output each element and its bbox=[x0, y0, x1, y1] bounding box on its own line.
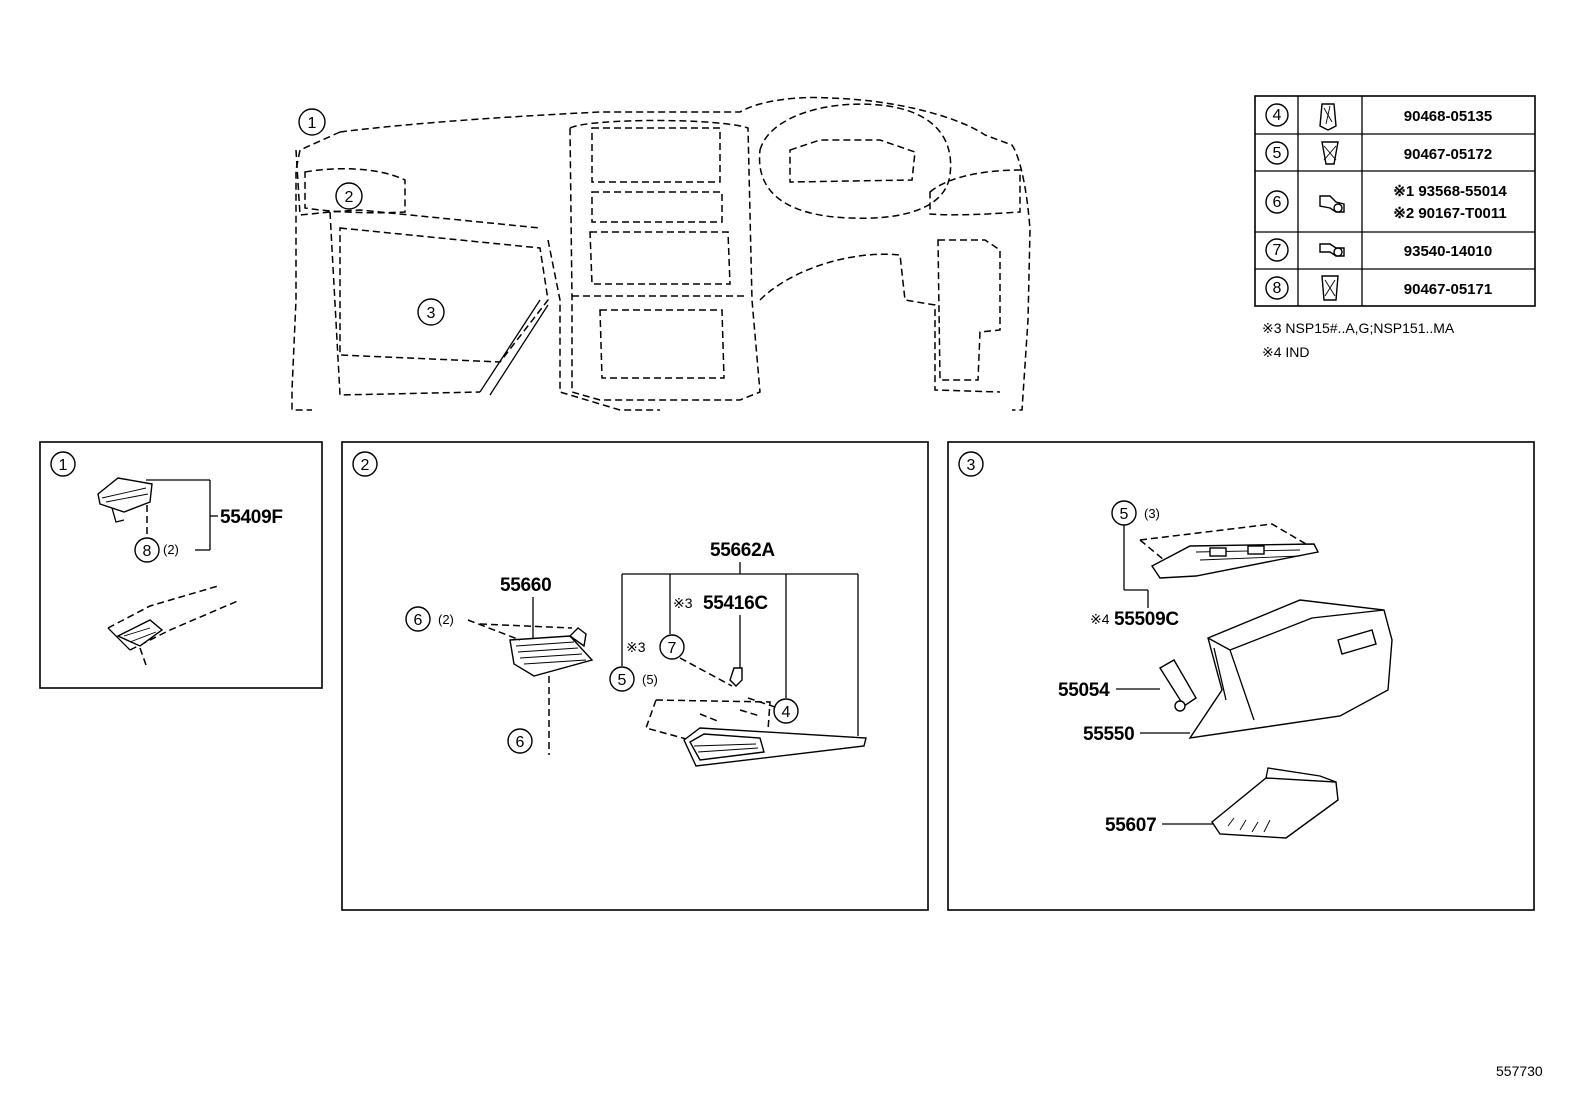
overview-callout-2: 2 bbox=[335, 182, 363, 210]
part-55607: 55607 bbox=[1105, 815, 1156, 836]
part-55607-drawing bbox=[1211, 767, 1339, 839]
svg-text:8: 8 bbox=[143, 543, 152, 560]
diagram-id: 557730 bbox=[1496, 1063, 1543, 1079]
part-55662A: 55662A bbox=[710, 540, 775, 561]
screw-icon bbox=[1319, 243, 1345, 257]
table-row: 7 93540-14010 bbox=[1265, 238, 1492, 262]
svg-text:※3: ※3 bbox=[626, 639, 646, 655]
note-marker-4: ※4 bbox=[1090, 611, 1110, 627]
part-55509C-drawing bbox=[1150, 543, 1320, 579]
svg-text:7: 7 bbox=[668, 640, 677, 657]
table-row: 5 90467-05172 bbox=[1265, 141, 1492, 165]
table-row: 4 90468-05135 bbox=[1265, 103, 1492, 131]
svg-text:4: 4 bbox=[782, 704, 791, 721]
panel-1: 1 55409F 8 (2) bbox=[39, 441, 323, 689]
screw-icon bbox=[1319, 195, 1345, 213]
note-3: ※3 NSP15#..A,G;NSP151..MA bbox=[1262, 320, 1455, 336]
svg-text:※2 90167-T0011: ※2 90167-T0011 bbox=[1393, 205, 1507, 222]
panel-3-number: 3 bbox=[958, 451, 984, 477]
clip-icon bbox=[1321, 141, 1339, 165]
instrument-panel-overview: 1 2 3 bbox=[291, 96, 1031, 411]
panel-2: 2 55660 6 (2) 6 55662A ※3 55416C bbox=[341, 441, 929, 911]
panel-2-callout-7: ※3 7 bbox=[626, 634, 685, 660]
panel-2-callout-5: 5 (5) bbox=[609, 666, 658, 692]
svg-text:5: 5 bbox=[1273, 145, 1282, 162]
part-55409F-drawing bbox=[97, 477, 153, 523]
overview-callout-1: 1 bbox=[298, 108, 326, 136]
part-55409F: 55409F bbox=[220, 507, 283, 528]
svg-text:93540-14010: 93540-14010 bbox=[1404, 243, 1492, 260]
svg-text:※1 93568-55014: ※1 93568-55014 bbox=[1393, 183, 1507, 200]
svg-text:5: 5 bbox=[618, 672, 627, 689]
part-55509C: 55509C bbox=[1114, 609, 1179, 630]
svg-text:1: 1 bbox=[308, 115, 317, 132]
part-55416C: 55416C bbox=[703, 593, 768, 614]
panel-3: 3 5 (3) ※4 55509C 55550 bbox=[947, 441, 1535, 911]
svg-text:90467-05171: 90467-05171 bbox=[1404, 281, 1492, 298]
svg-text:5: 5 bbox=[1120, 506, 1129, 523]
svg-text:90468-05135: 90468-05135 bbox=[1404, 108, 1492, 125]
svg-text:4: 4 bbox=[1273, 107, 1282, 124]
svg-text:1: 1 bbox=[59, 457, 68, 474]
svg-text:3: 3 bbox=[967, 457, 976, 474]
part-55054: 55054 bbox=[1058, 680, 1110, 701]
part-55550-drawing bbox=[1188, 599, 1393, 739]
panel-2-callout-4: 4 bbox=[773, 698, 799, 724]
panel-2-callout-6a: 6 (2) bbox=[405, 606, 454, 632]
svg-text:2: 2 bbox=[361, 457, 370, 474]
svg-text:3: 3 bbox=[427, 305, 436, 322]
panel-1-number: 1 bbox=[50, 451, 76, 477]
panel-2-callout-6b: 6 bbox=[507, 728, 533, 754]
svg-text:(2): (2) bbox=[438, 612, 454, 627]
panel-2-number: 2 bbox=[352, 451, 378, 477]
note-marker-3: ※3 bbox=[673, 595, 693, 611]
svg-text:(3): (3) bbox=[1144, 506, 1160, 521]
part-55416C-drawing bbox=[729, 667, 743, 687]
part-55054-drawing bbox=[1159, 659, 1197, 712]
part-55660-drawing bbox=[509, 627, 594, 677]
overview-callout-3: 3 bbox=[417, 298, 445, 326]
svg-text:(5): (5) bbox=[642, 672, 658, 687]
table-row: 6 ※1 93568-55014 ※2 90167-T0011 bbox=[1265, 183, 1507, 222]
note-4: ※4 IND bbox=[1262, 344, 1310, 360]
panel-1-callout-8: 8 (2) bbox=[134, 537, 179, 563]
fastener-table: 4 90468-05135 5 90467-05172 6 bbox=[1254, 95, 1536, 307]
svg-text:90467-05172: 90467-05172 bbox=[1404, 146, 1492, 163]
svg-text:8: 8 bbox=[1273, 280, 1282, 297]
part-55662A-drawing bbox=[683, 727, 867, 767]
svg-text:6: 6 bbox=[1273, 194, 1282, 211]
panel-3-callout-5: 5 (3) bbox=[1111, 500, 1160, 526]
svg-text:6: 6 bbox=[516, 734, 525, 751]
clip-icon bbox=[1319, 103, 1337, 131]
part-55550: 55550 bbox=[1083, 724, 1134, 745]
dashboard-location-sketch bbox=[107, 585, 241, 666]
table-row: 8 90467-05171 bbox=[1265, 275, 1492, 301]
part-55660: 55660 bbox=[500, 575, 551, 596]
clip-icon bbox=[1321, 275, 1339, 301]
svg-text:7: 7 bbox=[1273, 242, 1282, 259]
svg-text:2: 2 bbox=[345, 189, 354, 206]
svg-text:(2): (2) bbox=[163, 542, 179, 557]
svg-text:6: 6 bbox=[414, 612, 423, 629]
